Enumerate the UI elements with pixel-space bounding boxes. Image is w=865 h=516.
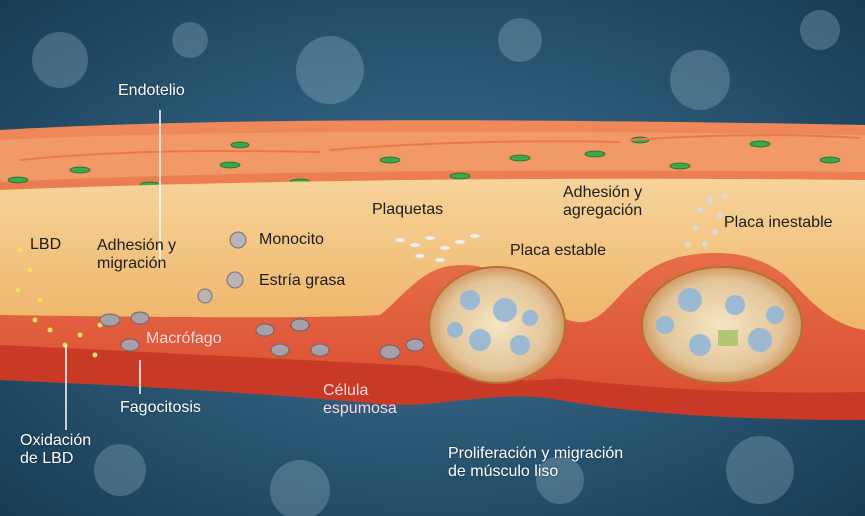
oxidacion-lbd-label: Oxidación de LBD bbox=[20, 432, 91, 468]
monocito-label: Monocito bbox=[259, 231, 324, 249]
placa-inestable-label: Placa inestable bbox=[724, 214, 833, 232]
adhesion-migracion-label: Adhesión y migración bbox=[97, 237, 176, 273]
plaquetas-label: Plaquetas bbox=[372, 201, 443, 219]
lbd-label: LBD bbox=[30, 236, 61, 254]
placa-estable-label: Placa estable bbox=[510, 242, 606, 260]
macrofago-label: Macrófago bbox=[146, 330, 222, 348]
adhesion-agregacion-label: Adhesión y agregación bbox=[563, 184, 642, 220]
fagocitosis-label: Fagocitosis bbox=[120, 399, 201, 417]
estria-grasa-label: Estría grasa bbox=[259, 272, 345, 290]
celula-espumosa-label: Célula espumosa bbox=[323, 382, 397, 418]
proliferacion-label: Proliferación y migración de músculo lis… bbox=[448, 445, 623, 481]
endotelio-label: Endotelio bbox=[118, 82, 185, 100]
